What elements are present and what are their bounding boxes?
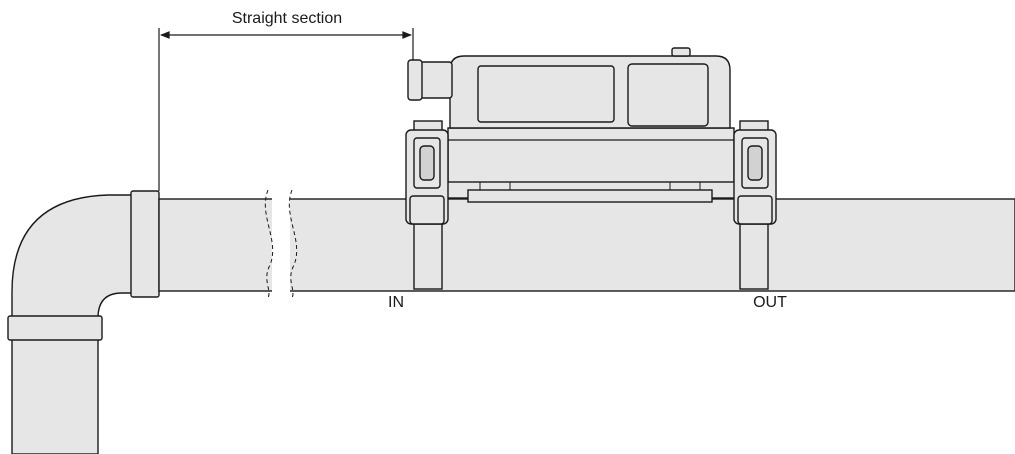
- horizontal-pipe: [158, 189, 1015, 299]
- display-window-left: [477, 65, 615, 123]
- meter-body: [447, 47, 735, 183]
- clamp-outlet: [733, 120, 777, 290]
- straight-section-label: Straight section: [232, 10, 342, 27]
- top-button: [671, 47, 691, 57]
- display-window-right: [627, 63, 709, 127]
- clamp-inlet: [405, 120, 449, 290]
- meter-base: [439, 179, 741, 203]
- inlet-label: IN: [388, 294, 404, 311]
- vertical-pipe: [11, 337, 99, 454]
- straight-section-dimension: Straight section: [158, 10, 414, 191]
- outlet-label: OUT: [753, 294, 787, 311]
- pipe-elbow: [7, 190, 160, 341]
- cable-connector: [407, 59, 453, 101]
